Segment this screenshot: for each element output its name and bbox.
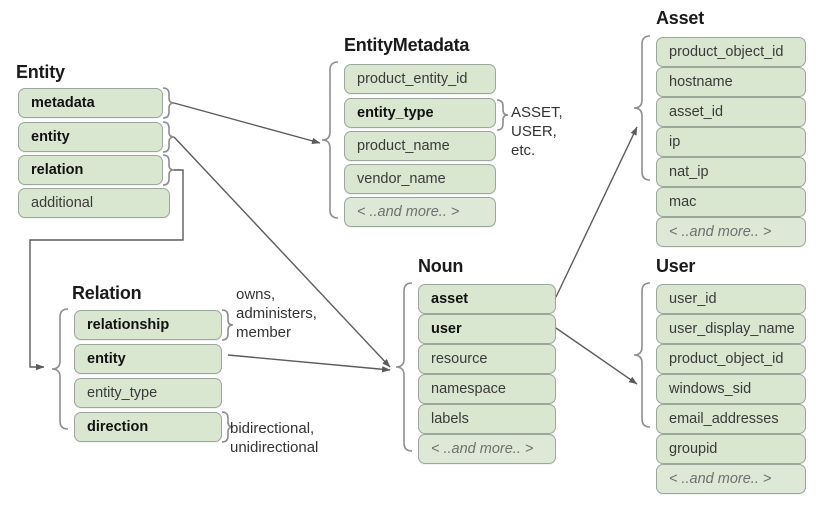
connector-user-to-user-block [555, 327, 638, 385]
annotation-relationship-values: owns, administers, member [236, 286, 317, 341]
asset-row-hostname[interactable]: hostname [656, 67, 806, 97]
asset-row-ip[interactable]: ip [656, 127, 806, 157]
noun-title: Noun [418, 256, 464, 276]
relation-row-relationship[interactable]: relationship [74, 310, 222, 340]
user-row-groupid[interactable]: groupid [656, 434, 806, 464]
connector-relation-entity-to-noun [227, 354, 391, 373]
entity-row-entity[interactable]: entity [18, 122, 163, 152]
entity-metadata-brace [321, 61, 339, 219]
user-row-user-id[interactable]: user_id [656, 284, 806, 314]
asset-row-more[interactable]: < ..and more.. > [656, 217, 806, 247]
entity-metadata-row-product-name[interactable]: product_name [344, 131, 496, 161]
user-title: User [656, 256, 696, 276]
noun-row-labels[interactable]: labels [418, 404, 556, 434]
annotation-entity-type-values: ASSET, USER, etc. [511, 104, 563, 159]
user-row-windows-sid[interactable]: windows_sid [656, 374, 806, 404]
user-row-email-addresses[interactable]: email_addresses [656, 404, 806, 434]
noun-brace [395, 282, 413, 452]
asset-title: Asset [656, 8, 705, 28]
entity-row-additional[interactable]: additional [18, 188, 170, 218]
relation-title: Relation [72, 283, 142, 303]
entity-row-relation[interactable]: relation [18, 155, 163, 185]
noun-row-namespace[interactable]: namespace [418, 374, 556, 404]
noun-row-user[interactable]: user [418, 314, 556, 344]
noun-row-resource[interactable]: resource [418, 344, 556, 374]
entity-metadata-row-vendor-name[interactable]: vendor_name [344, 164, 496, 194]
entity-metadata-title: EntityMetadata [344, 35, 470, 55]
asset-row-product-object-id[interactable]: product_object_id [656, 37, 806, 67]
user-row-user-display-name[interactable]: user_display_name [656, 314, 806, 344]
entity-metadata-row-product-entity-id[interactable]: product_entity_id [344, 64, 496, 94]
entity-type-brace [496, 99, 509, 131]
user-row-more[interactable]: < ..and more.. > [656, 464, 806, 494]
noun-row-asset[interactable]: asset [418, 284, 556, 314]
entity-metadata-row-entity-type[interactable]: entity_type [344, 98, 496, 128]
asset-row-mac[interactable]: mac [656, 187, 806, 217]
entity-title: Entity [16, 62, 65, 82]
user-brace [633, 282, 651, 428]
entity-row-metadata[interactable]: metadata [18, 88, 163, 118]
connector-asset-to-asset-block [555, 126, 638, 298]
entity-row-braces [162, 87, 175, 186]
asset-brace [633, 35, 651, 181]
relation-row-entity[interactable]: entity [74, 344, 222, 374]
noun-row-more[interactable]: < ..and more.. > [418, 434, 556, 464]
relation-row-entity-type[interactable]: entity_type [74, 378, 222, 408]
relationship-brace [221, 309, 234, 341]
asset-row-nat-ip[interactable]: nat_ip [656, 157, 806, 187]
asset-row-asset-id[interactable]: asset_id [656, 97, 806, 127]
relation-row-direction[interactable]: direction [74, 412, 222, 442]
connector-metadata-to-entitymetadata [173, 102, 321, 144]
annotation-direction-values: bidirectional, unidirectional [230, 420, 319, 456]
entity-metadata-row-more[interactable]: < ..and more.. > [344, 197, 496, 227]
user-row-product-object-id[interactable]: product_object_id [656, 344, 806, 374]
relation-brace [51, 308, 69, 430]
